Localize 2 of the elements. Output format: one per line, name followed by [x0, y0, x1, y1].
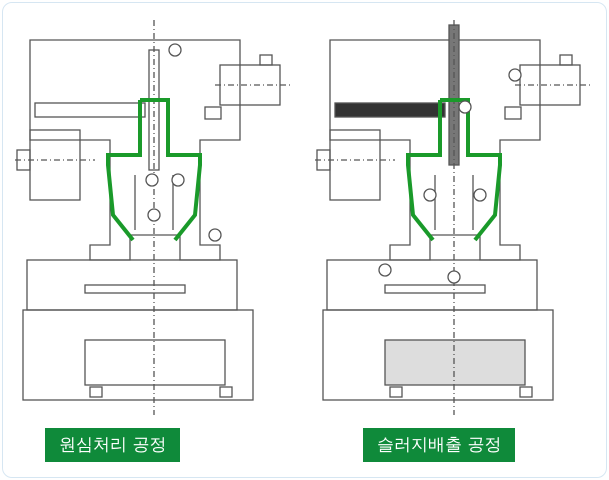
caption-label: 원심처리 공정 — [45, 428, 180, 462]
caption-label: 슬러지배출 공정 — [363, 428, 516, 462]
